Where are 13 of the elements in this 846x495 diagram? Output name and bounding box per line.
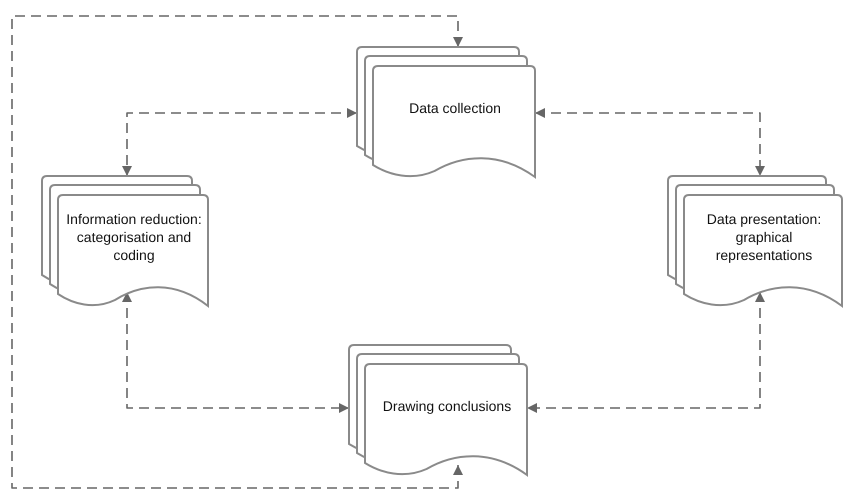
step-label: Data presentation: graphical representations (706, 210, 822, 264)
step-label: Drawing conclusions (382, 396, 512, 415)
document-stack-shape (349, 345, 527, 475)
step-label: Information reduction: categorisation and coding (65, 210, 203, 264)
document-stack-shape (668, 176, 842, 306)
step-label: Data collection (409, 98, 501, 117)
dashed-arrow (527, 292, 765, 413)
dashed-arrow (11, 15, 463, 489)
document-stack-shape (42, 176, 208, 306)
dashed-arrow (535, 108, 765, 176)
dashed-arrow (122, 108, 357, 176)
dashed-arrow (122, 292, 349, 413)
document-stack-shape (357, 47, 535, 177)
